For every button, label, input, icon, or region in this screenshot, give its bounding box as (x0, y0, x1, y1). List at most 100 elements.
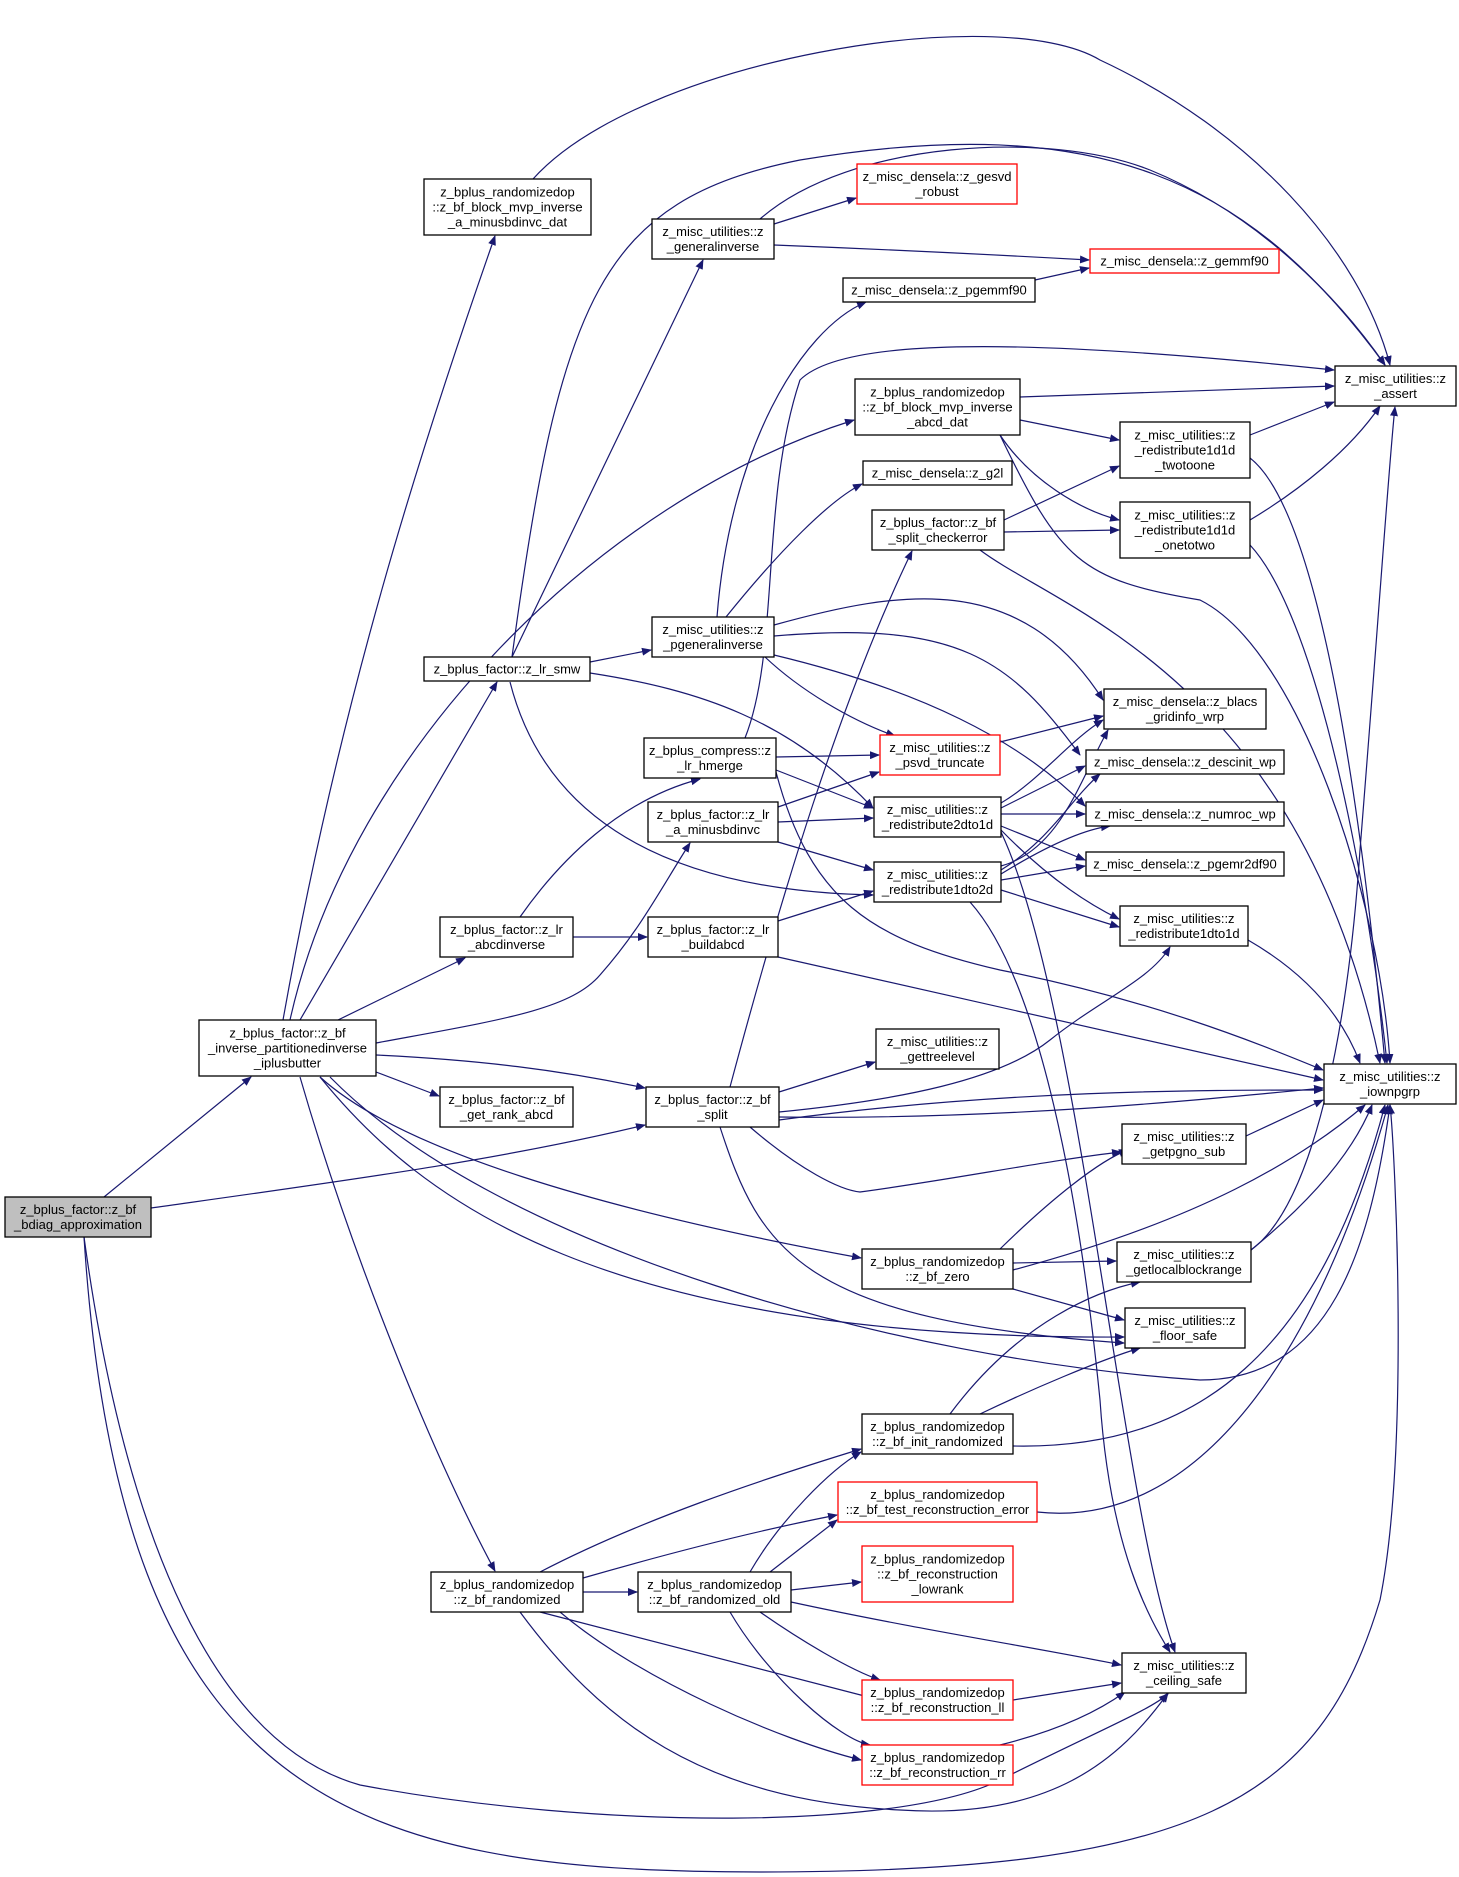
call-edge-redistribute2dto1d-to-blacs_gridinfo (1000, 719, 1104, 804)
function-node-test-recon-error[interactable]: z_bplus_randomizedop::z_bf_test_reconstr… (837, 1481, 1038, 1523)
node-box[interactable] (1085, 749, 1285, 775)
function-node-redistribute1dto2d[interactable]: z_misc_utilities::z_redistribute1dto2d (873, 861, 1002, 903)
function-node-pgeneralinverse[interactable]: z_misc_utilities::z_pgeneralinverse (651, 616, 775, 658)
function-node-twotoone[interactable]: z_misc_utilities::z_redistribute1d1d_two… (1119, 421, 1251, 479)
node-box[interactable] (873, 796, 1002, 838)
node-box[interactable] (647, 801, 779, 843)
function-node-recon-ll[interactable]: z_bplus_randomizedop::z_bf_reconstructio… (861, 1679, 1014, 1721)
function-node-redistribute1dto1d[interactable]: z_misc_utilities::z_redistribute1dto1d (1119, 905, 1249, 947)
function-node-generalinverse[interactable]: z_misc_utilities::z_generalinverse (651, 218, 775, 260)
function-node-getlocalblockrange[interactable]: z_misc_utilities::z_getlocalblockrange (1116, 1241, 1252, 1283)
node-box[interactable] (1124, 1307, 1246, 1349)
function-node-bf-randomized[interactable]: z_bplus_randomizedop::z_bf_randomized (430, 1571, 584, 1613)
node-box[interactable] (647, 916, 779, 958)
function-node-bf-split[interactable]: z_bplus_factor::z_bf_split (645, 1086, 780, 1128)
function-node-inverse-partitioned[interactable]: z_bplus_factor::z_bf_inverse_partitioned… (198, 1019, 377, 1077)
node-box[interactable] (873, 861, 1002, 903)
function-node-redistribute2dto1d[interactable]: z_misc_utilities::z_redistribute2dto1d (873, 796, 1002, 838)
node-box[interactable] (645, 1086, 780, 1128)
function-node-block-mvp-a-minus[interactable]: z_bplus_randomizedop::z_bf_block_mvp_inv… (423, 178, 592, 236)
node-label-line: _robust (914, 184, 959, 199)
function-node-g2l[interactable]: z_misc_densela::z_g2l (862, 460, 1013, 486)
node-box[interactable] (862, 460, 1013, 486)
function-node-bdiag-approx[interactable]: z_bplus_factor::z_bf_bdiag_approximation (4, 1196, 152, 1238)
function-node-get-rank-abcd[interactable]: z_bplus_factor::z_bf_get_rank_abcd (439, 1086, 574, 1128)
function-node-lr-hmerge[interactable]: z_bplus_compress::z_lr_hmerge (643, 737, 777, 779)
node-box[interactable] (875, 1028, 1000, 1070)
node-box[interactable] (879, 734, 1001, 776)
function-node-split-checkerror[interactable]: z_bplus_factor::z_bf_split_checkerror (871, 509, 1005, 551)
function-node-init-randomized[interactable]: z_bplus_randomizedop::z_bf_init_randomiz… (861, 1413, 1014, 1455)
node-box[interactable] (1334, 365, 1457, 407)
node-box[interactable] (651, 616, 775, 658)
node-box[interactable] (1116, 1241, 1252, 1283)
node-box[interactable] (861, 1413, 1014, 1455)
function-node-recon-lowrank[interactable]: z_bplus_randomizedop::z_bf_reconstructio… (861, 1545, 1014, 1603)
call-edge-bf_zero-to-getpgno_sub (999, 1149, 1129, 1250)
node-box[interactable] (643, 737, 777, 779)
node-box[interactable] (1121, 1123, 1247, 1165)
function-node-recon-rr[interactable]: z_bplus_randomizedop::z_bf_reconstructio… (861, 1744, 1014, 1786)
node-label-line: _ceiling_safe (1145, 1673, 1222, 1688)
function-node-lr-abcdinverse[interactable]: z_bplus_factor::z_lr_abcdinverse (439, 916, 574, 958)
edge-path (777, 841, 874, 872)
edge-path (764, 656, 896, 737)
function-node-randomized-old[interactable]: z_bplus_randomizedop::z_bf_randomized_ol… (637, 1571, 792, 1613)
node-box[interactable] (861, 1248, 1014, 1290)
node-box[interactable] (423, 178, 592, 236)
node-box[interactable] (1085, 801, 1285, 827)
function-node-getpgno-sub[interactable]: z_misc_utilities::z_getpgno_sub (1121, 1123, 1247, 1165)
node-box[interactable] (1323, 1063, 1457, 1105)
function-node-iownpgrp[interactable]: z_misc_utilities::z_iownpgrp (1323, 1063, 1457, 1105)
function-node-lr-buildabcd[interactable]: z_bplus_factor::z_lr_buildabcd (647, 916, 779, 958)
function-node-pgemmf90[interactable]: z_misc_densela::z_pgemmf90 (842, 277, 1036, 303)
call-edge-bf_split-to-split_checkerror (729, 550, 913, 1088)
function-node-blacs-gridinfo[interactable]: z_misc_densela::z_blacs_gridinfo_wrp (1103, 688, 1267, 730)
node-box[interactable] (198, 1019, 377, 1077)
node-box[interactable] (861, 1679, 1014, 1721)
node-box[interactable] (1121, 1652, 1247, 1694)
node-box[interactable] (1085, 851, 1285, 877)
node-label-line: _redistribute1dto1d (1127, 926, 1239, 941)
function-node-onetotwo[interactable]: z_misc_utilities::z_redistribute1d1d_one… (1119, 501, 1251, 559)
edge-path (729, 550, 913, 1088)
function-node-pgemr2df90[interactable]: z_misc_densela::z_pgemr2df90 (1085, 851, 1285, 877)
node-box[interactable] (4, 1196, 152, 1238)
edge-path (778, 1086, 1324, 1121)
node-box[interactable] (854, 378, 1021, 436)
function-node-assert[interactable]: z_misc_utilities::z_assert (1334, 365, 1457, 407)
node-box[interactable] (439, 1086, 574, 1128)
function-node-block-mvp-abcd[interactable]: z_bplus_randomizedop::z_bf_block_mvp_inv… (854, 378, 1021, 436)
node-box[interactable] (837, 1481, 1038, 1523)
call-edge-init_randomized-to-floor_safe (979, 1346, 1141, 1415)
function-node-numroc[interactable]: z_misc_densela::z_numroc_wp (1085, 801, 1285, 827)
node-box[interactable] (861, 1545, 1014, 1603)
node-box[interactable] (651, 218, 775, 260)
function-node-gesvd-robust[interactable]: z_misc_densela::z_gesvd_robust (856, 163, 1018, 205)
node-box[interactable] (1119, 501, 1251, 559)
node-box[interactable] (423, 656, 591, 682)
node-box[interactable] (1103, 688, 1267, 730)
node-box[interactable] (842, 277, 1036, 303)
function-node-floor-safe[interactable]: z_misc_utilities::z_floor_safe (1124, 1307, 1246, 1349)
call-edge-lr_a_minus-to-redistribute1dto2d (777, 841, 874, 872)
node-box[interactable] (856, 163, 1018, 205)
edge-path (773, 598, 1104, 701)
node-label-line: _lr_hmerge (676, 758, 743, 773)
node-box[interactable] (637, 1571, 792, 1613)
node-box[interactable] (861, 1744, 1014, 1786)
function-node-gemmf90[interactable]: z_misc_densela::z_gemmf90 (1089, 248, 1280, 274)
function-node-gettreelevel[interactable]: z_misc_utilities::z_gettreelevel (875, 1028, 1000, 1070)
function-node-psvd-truncate[interactable]: z_misc_utilities::z_psvd_truncate (879, 734, 1001, 776)
function-node-lr-a-minus[interactable]: z_bplus_factor::z_lr_a_minusbdinvc (647, 801, 779, 843)
node-box[interactable] (439, 916, 574, 958)
node-box[interactable] (1119, 905, 1249, 947)
function-node-descinit[interactable]: z_misc_densela::z_descinit_wp (1085, 749, 1285, 775)
node-box[interactable] (1089, 248, 1280, 274)
function-node-lr-smw[interactable]: z_bplus_factor::z_lr_smw (423, 656, 591, 682)
function-node-ceiling-safe[interactable]: z_misc_utilities::z_ceiling_safe (1121, 1652, 1247, 1694)
node-box[interactable] (871, 509, 1005, 551)
function-node-bf-zero[interactable]: z_bplus_randomizedop::z_bf_zero (861, 1248, 1014, 1290)
node-box[interactable] (430, 1571, 584, 1613)
node-box[interactable] (1119, 421, 1251, 479)
